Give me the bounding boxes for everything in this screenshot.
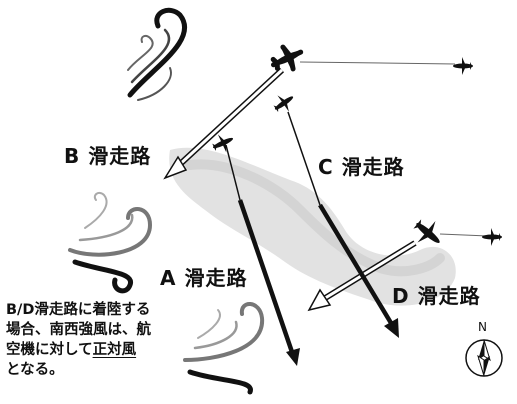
runway-a-approach-arrow [225, 144, 300, 366]
north-compass-icon [465, 339, 503, 377]
runway-c-approach-arrow [287, 111, 399, 338]
note-line-1: B/D滑走路に着陸する [6, 302, 151, 318]
wind-swirl-top-icon [127, 7, 188, 101]
runway-b-label: B 滑走路 [64, 144, 152, 168]
note-headwind-term: 正対風 [92, 342, 137, 358]
runway-d-approach-arrow [307, 240, 417, 312]
airplane-small-right-icon [482, 228, 502, 246]
runway-a-label: A 滑走路 [160, 266, 248, 290]
runway-c-label: C 滑走路 [318, 155, 405, 179]
runway-b-approach-arrow [163, 67, 285, 180]
note-line-4: となる。 [6, 362, 64, 378]
wind-swirl-bottom-icon [183, 302, 265, 395]
airport-area-shadow [185, 159, 445, 277]
note-line-2: 場合、南西強風は、航 [6, 322, 151, 338]
approach-trail-right [439, 233, 489, 237]
wind-swirl-middle-icon [68, 191, 153, 294]
runway-d-label: D 滑走路 [392, 284, 481, 308]
airplane-a-icon [212, 134, 234, 153]
north-label: N [478, 320, 487, 334]
airplane-c-icon [273, 95, 294, 113]
note-line-3: 空機に対して正対風 [6, 340, 196, 360]
approach-trail-top [299, 61, 456, 65]
airplane-large-top-icon [270, 44, 304, 72]
airplane-small-top-right-icon [453, 57, 473, 75]
explanation-note: B/D滑走路に着陸する 場合、南西強風は、航 空機に対して正対風 となる。 [6, 300, 196, 380]
note-line-3-prefix: 空機に対して [6, 342, 93, 358]
